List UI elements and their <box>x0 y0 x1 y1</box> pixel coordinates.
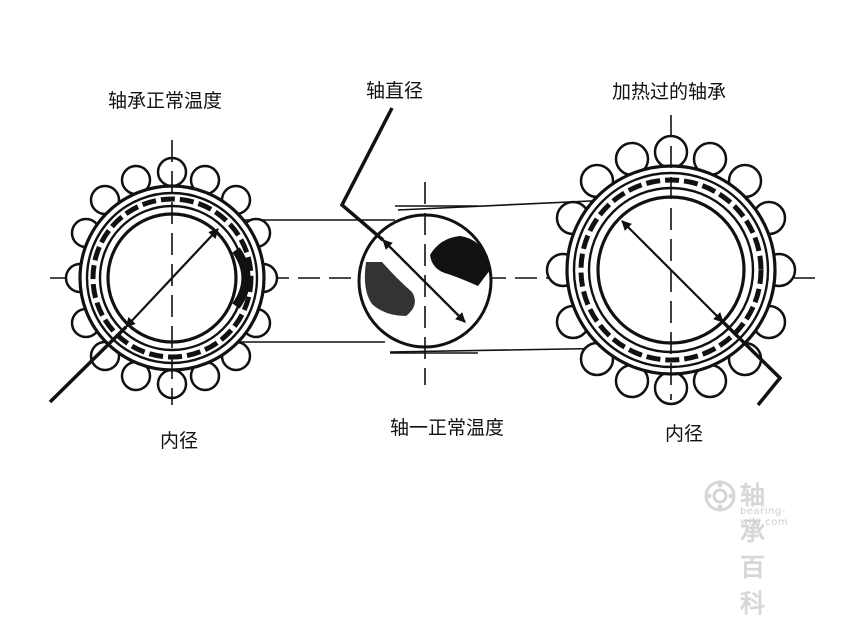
bearing-expansion-diagram <box>48 107 815 407</box>
watermark-url: bearing-wiki.com <box>740 506 789 528</box>
bearing-logo-icon <box>704 480 736 512</box>
shaft-hatch-left <box>364 262 415 316</box>
label-left-inner-diameter: 内径 <box>160 430 199 452</box>
label-right-inner-diameter: 内径 <box>665 423 704 445</box>
bearing-left <box>48 140 279 405</box>
shaft-leader-line <box>339 107 394 242</box>
watermark-text: 轴承百科 <box>740 481 768 618</box>
label-shaft-diameter: 轴直径 <box>366 80 424 102</box>
bearing-right <box>545 115 797 407</box>
shaft-middle <box>339 107 493 385</box>
label-shaft-normal-temperature: 轴一正常温度 <box>390 417 505 439</box>
label-bearing-normal-temperature: 轴承正常温度 <box>108 90 223 112</box>
label-heated-bearing: 加热过的轴承 <box>612 81 727 103</box>
bearing-right-leader-line <box>721 320 783 407</box>
shaft-hatch-right <box>430 236 490 286</box>
bearing-left-leader-line <box>48 325 128 404</box>
